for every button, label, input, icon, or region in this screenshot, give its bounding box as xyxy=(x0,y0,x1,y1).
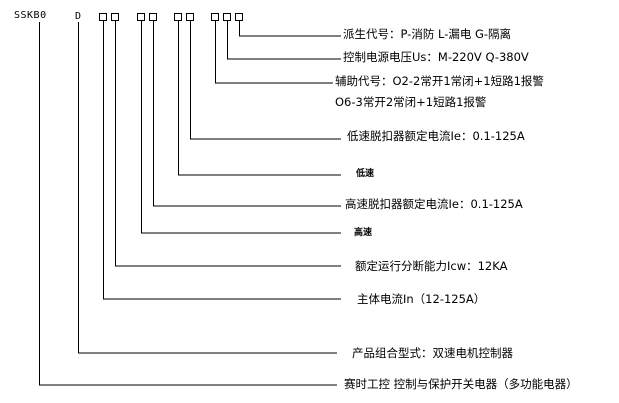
label-aux-code-line2: O6-3常开2常闭+1短路1报警 xyxy=(335,95,487,109)
leader-product-name xyxy=(39,22,337,386)
label-breaking-capacity: 额定运行分断能力Icw：12KA xyxy=(355,259,508,273)
label-control-voltage: 控制电源电压Us：M-220V Q-380V xyxy=(343,50,529,64)
leader-product-type xyxy=(78,22,337,354)
label-main-current: 主体电流In（12-125A） xyxy=(357,292,486,306)
label-high-speed-current: 高速脱扣器额定电流Ie：0.1-125A xyxy=(345,197,523,211)
code-box-3 xyxy=(137,13,145,21)
code-box-6 xyxy=(186,13,194,21)
code-box-7 xyxy=(211,13,219,21)
leader-voltage xyxy=(227,21,341,60)
code-box-8 xyxy=(223,13,231,21)
code-box-5 xyxy=(174,13,182,21)
label-product-name: 赛时工控 控制与保护开关电器（多功能电器） xyxy=(344,377,578,391)
label-aux-code-line1: 辅助代号：O2-2常开1常闭+1短路1报警 xyxy=(335,74,544,88)
code-box-4 xyxy=(149,13,157,21)
leader-high-current xyxy=(153,21,341,207)
model-prefix: SSKB0 xyxy=(14,10,47,21)
leader-high-speed xyxy=(141,21,341,234)
label-high-speed: 高速 xyxy=(354,228,373,238)
model-d-code: D xyxy=(75,11,82,22)
leader-breaking xyxy=(115,21,341,267)
leader-low-speed xyxy=(178,21,341,176)
label-low-speed-current: 低速脱扣器额定电流Ie：0.1-125A xyxy=(347,129,525,143)
leader-low-current xyxy=(190,21,341,140)
leader-aux xyxy=(215,21,333,84)
label-product-type: 产品组合型式：双速电机控制器 xyxy=(352,346,513,360)
leader-derived xyxy=(239,21,341,37)
label-low-speed: 低速 xyxy=(356,169,375,179)
leader-main-current xyxy=(103,21,341,300)
label-derived-code: 派生代号：P-消防 L-漏电 G-隔离 xyxy=(343,27,512,41)
code-box-9 xyxy=(235,13,243,21)
code-box-2 xyxy=(111,13,119,21)
code-box-1 xyxy=(99,13,107,21)
